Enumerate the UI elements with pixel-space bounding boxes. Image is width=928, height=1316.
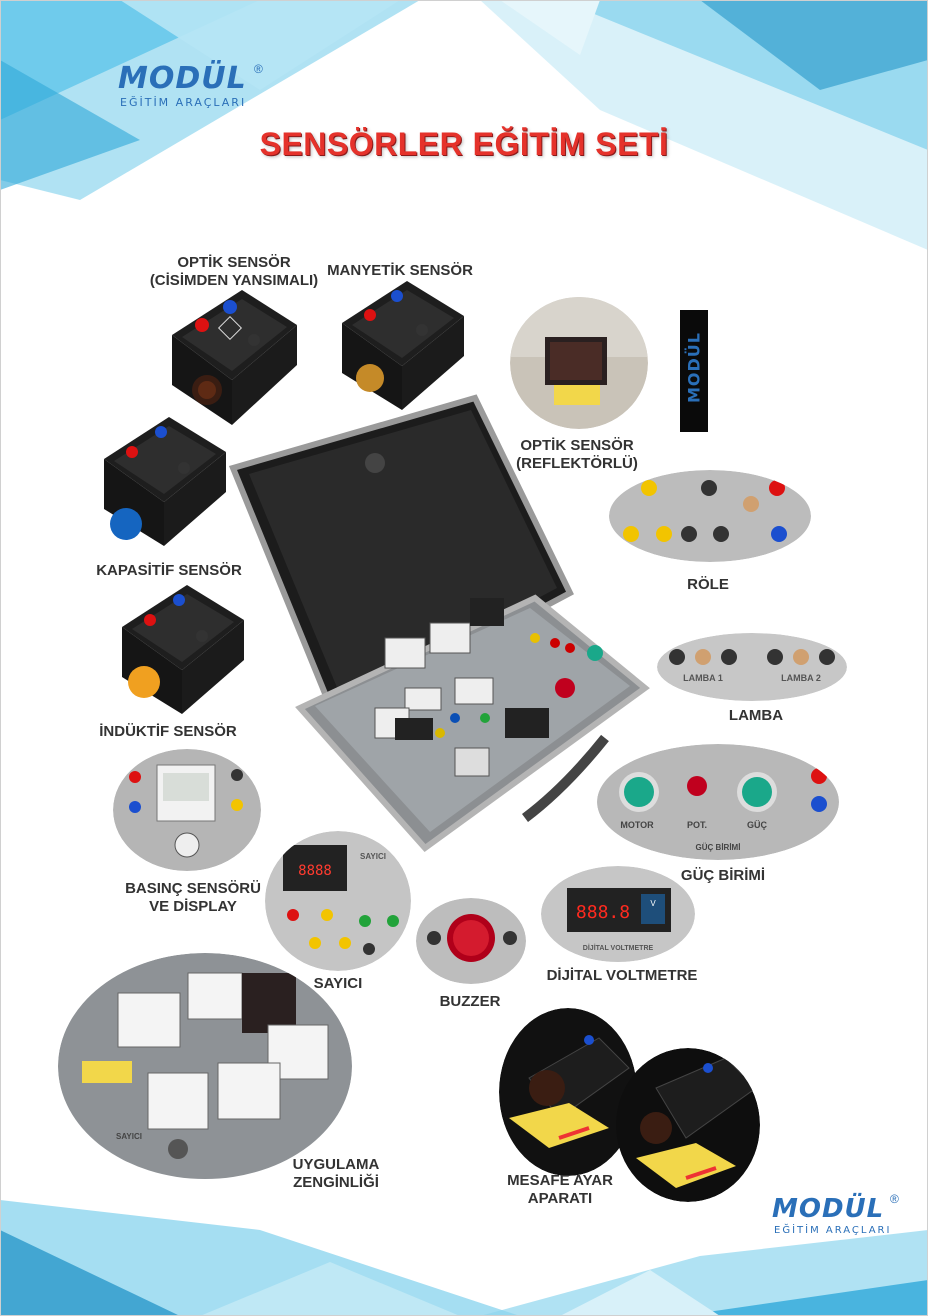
basinc-label: BASINÇ SENSÖRÜ VE DİSPLAY (125, 880, 261, 915)
induktif-sensor-image (122, 585, 244, 714)
training-case-image (228, 394, 650, 853)
guc-text: GÜÇ (747, 820, 768, 830)
logo-brand: MODÜL (118, 61, 247, 96)
guc-birimi-label: GÜÇ BİRİMİ (680, 867, 766, 884)
buzzer-photo (416, 898, 526, 984)
motor-text: MOTOR (620, 820, 654, 830)
lamba-label: LAMBA (728, 707, 784, 724)
basinc-sensoru-photo (113, 749, 261, 871)
page-title: SENSÖRLER EĞİTİM SETİ (259, 126, 669, 162)
uygulama-panel-text: SAYICI (116, 1132, 142, 1141)
lamba-photo: LAMBA 1 LAMBA 2 (657, 633, 847, 701)
voltmetre-display: 888.8 (576, 902, 630, 923)
mesafe-ayar-photo-1 (499, 1008, 637, 1176)
registered-mark: ® (254, 62, 263, 76)
logo-bottom: MODÜL ® EĞİTİM ARAÇLARI (772, 1192, 908, 1240)
manyetik-label: MANYETİK SENSÖR (327, 262, 473, 279)
logo-subtitle: EĞİTİM ARAÇLARI (120, 96, 247, 109)
induktif-label: İNDÜKTİF SENSÖR (99, 723, 237, 740)
optik-reflektorlu-photo (510, 297, 648, 429)
uygulama-photo: SAYICI (58, 953, 352, 1179)
sayici-display: 8888 (298, 863, 332, 879)
guc-birimi-photo: MOTOR POT. GÜÇ GÜÇ BİRİMİ (597, 744, 839, 860)
vertical-logo: MODÜL (680, 310, 708, 432)
registered-mark-bottom: ® (890, 1192, 899, 1206)
logo-top: MODÜL ® EĞİTİM ARAÇLARI (118, 62, 278, 116)
guc-birimi-panel-text: GÜÇ BİRİMİ (696, 843, 741, 852)
kapasitif-sensor-image (104, 417, 226, 546)
pot-text: POT. (687, 820, 707, 830)
mesafe-label: MESAFE AYAR APARATI (507, 1172, 613, 1207)
mesafe-ayar-photo-2 (616, 1048, 760, 1202)
optik-sensor-image (172, 290, 297, 425)
logo-brand-bottom: MODÜL (772, 1194, 885, 1224)
uygulama-label: UYGULAMA ZENGİNLİĞİ (292, 1156, 380, 1191)
lamba-1-text: LAMBA 1 (683, 673, 723, 683)
manyetik-sensor-image (342, 281, 464, 410)
optik-yansimali-label: OPTİK SENSÖR (CİSİMDEN YANSIMALI) (149, 254, 319, 289)
kapasitif-label: KAPASİTİF SENSÖR (96, 562, 242, 579)
role-photo (609, 470, 811, 562)
sayici-photo: 8888 SAYICI (265, 831, 411, 971)
optik-reflektorlu-label: OPTİK SENSÖR (REFLEKTÖRLÜ) (516, 437, 638, 472)
voltmetre-panel-text: DİJİTAL VOLTMETRE (583, 944, 654, 952)
voltmetre-unit: V (650, 899, 656, 908)
role-label: RÖLE (687, 576, 729, 593)
sayici-label: SAYICI (313, 975, 363, 992)
logo-subtitle-bottom: EĞİTİM ARAÇLARI (774, 1225, 892, 1236)
voltmetre-photo: 888.8 V DİJİTAL VOLTMETRE (541, 866, 695, 962)
lamba-2-text: LAMBA 2 (781, 673, 821, 683)
sayici-panel-text: SAYICI (360, 852, 386, 861)
buzzer-label: BUZZER (439, 993, 501, 1010)
voltmetre-label: DİJİTAL VOLTMETRE (546, 967, 698, 984)
